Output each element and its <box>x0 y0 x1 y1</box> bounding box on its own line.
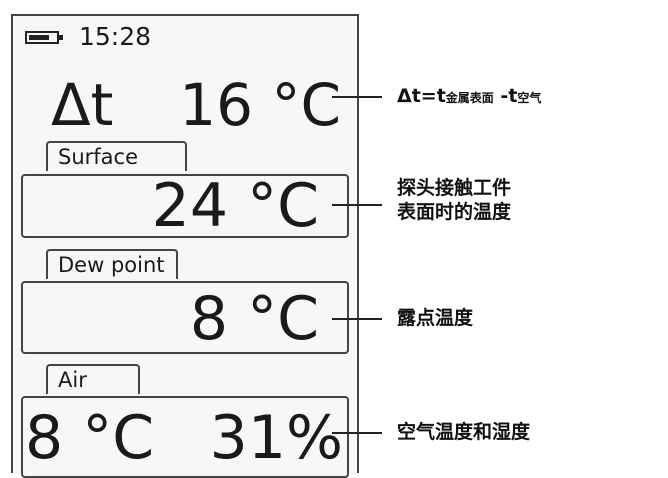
surface-value: 24 °C <box>151 171 319 241</box>
surface-leader-line <box>332 204 382 206</box>
air-leader-line <box>332 432 382 434</box>
surface-annotation-line1: 探头接触工件 <box>397 177 512 199</box>
delta-t-symbol: Δt <box>51 71 114 139</box>
delta-leader-line <box>332 96 382 98</box>
air-panel: 8 °C 31% <box>21 396 349 478</box>
surface-tab: Surface <box>46 141 187 171</box>
dew-point-annotation: 露点温度 <box>397 307 474 329</box>
air-temperature-value: 8 °C <box>25 403 155 473</box>
dew-point-leader-line <box>332 318 382 320</box>
dew-point-tab: Dew point <box>46 249 178 279</box>
surface-panel: 24 °C <box>21 174 349 238</box>
air-label: Air <box>58 368 87 392</box>
air-tab: Air <box>46 364 140 394</box>
clock-time: 15:28 <box>79 22 152 51</box>
device-screen: 15:28 Δt 16 °C Surface 24 °C Dew point 8… <box>11 14 359 478</box>
delta-t-row: Δt 16 °C <box>41 73 341 145</box>
delta-annotation: Δt=t金属表面 -t空气 <box>397 85 542 107</box>
air-humidity-value: 31% <box>209 403 343 473</box>
dew-point-value: 8 °C <box>189 284 319 354</box>
surface-label: Surface <box>58 145 139 169</box>
dew-point-panel: 8 °C <box>21 281 349 354</box>
dew-point-label: Dew point <box>58 253 165 277</box>
surface-annotation: 探头接触工件 表面时的温度 <box>397 176 511 224</box>
surface-annotation-line2: 表面时的温度 <box>397 201 512 223</box>
air-annotation: 空气温度和湿度 <box>397 421 531 443</box>
battery-icon <box>25 31 63 44</box>
delta-t-value: 16 °C <box>179 71 341 139</box>
